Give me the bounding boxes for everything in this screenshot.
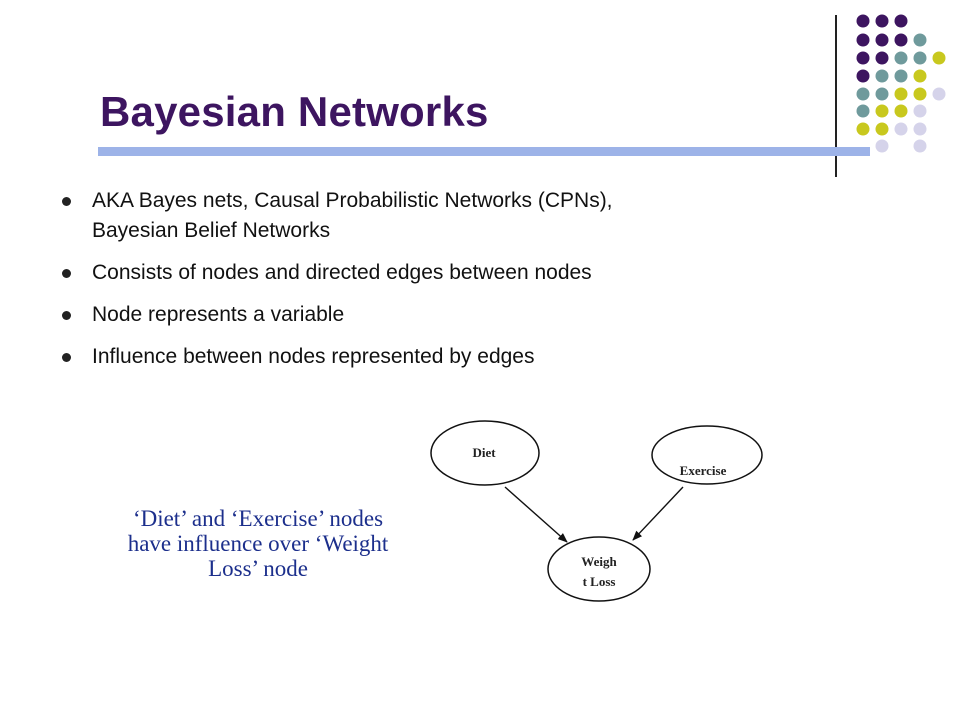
decorative-dot (913, 33, 927, 47)
caption-line: Loss’ node (208, 556, 308, 581)
decorative-dot (913, 69, 927, 83)
bullet-list: AKA Bayes nets, Causal Probabilistic Net… (62, 186, 822, 384)
title-underline-bar (98, 147, 870, 156)
decorative-dot (932, 51, 946, 65)
decorative-dot (932, 87, 946, 101)
bullet-dot-icon (62, 197, 71, 206)
decorative-dot (856, 69, 870, 83)
decorative-dot (875, 122, 889, 136)
bullet-item: AKA Bayes nets, Causal Probabilistic Net… (62, 186, 822, 246)
decorative-dot (856, 51, 870, 65)
decorative-dot (875, 14, 889, 28)
decorative-dot (875, 33, 889, 47)
bullet-item: Node represents a variable (62, 300, 822, 330)
node-weight-loss-label-continued: t Loss (583, 574, 616, 589)
bullet-item: Consists of nodes and directed edges bet… (62, 258, 822, 288)
bullet-item: Influence between nodes represented by e… (62, 342, 822, 372)
node-diet-label: Diet (472, 445, 496, 460)
decorative-dot (856, 33, 870, 47)
decorative-dot-grid (856, 14, 946, 153)
decorative-dot (875, 87, 889, 101)
decorative-dot (894, 33, 908, 47)
caption-line: have influence over ‘Weight (127, 531, 389, 556)
bullet-text-continued: Bayesian Belief Networks (92, 219, 331, 242)
decorative-dot (894, 87, 908, 101)
decorative-dot (913, 104, 927, 118)
decorative-vertical-line (835, 15, 837, 177)
decorative-dot (913, 122, 927, 136)
bullet-text: Consists of nodes and directed edges bet… (92, 261, 592, 284)
decorative-dot (875, 139, 889, 153)
decorative-dot (875, 69, 889, 83)
decorative-dot (894, 51, 908, 65)
edge-diet-to-weight-loss (504, 486, 568, 543)
decorative-dot (894, 104, 908, 118)
decorative-dot (913, 87, 927, 101)
decorative-dot (894, 69, 908, 83)
bullet-dot-icon (62, 269, 71, 278)
caption-line: ‘Diet’ and ‘Exercise’ nodes (132, 506, 384, 531)
bullet-dot-icon (62, 311, 71, 320)
decorative-dot (875, 104, 889, 118)
bullet-text: Influence between nodes represented by e… (92, 345, 535, 368)
node-weight-loss (547, 536, 651, 602)
bullet-text: AKA Bayes nets, Causal Probabilistic Net… (92, 189, 613, 212)
decorative-dot (913, 139, 927, 153)
diagram-caption: ‘Diet’ and ‘Exercise’ nodes have influen… (88, 506, 428, 581)
decorative-dot (856, 87, 870, 101)
node-weight-loss-label: Weigh (581, 554, 617, 569)
decorative-dot (894, 14, 908, 28)
slide-title: Bayesian Networks (100, 88, 489, 135)
decorative-dot (856, 14, 870, 28)
node-exercise-label: Exercise (680, 463, 727, 478)
decorative-dot (894, 122, 908, 136)
bullet-text: Node represents a variable (92, 303, 345, 326)
node-exercise (651, 425, 763, 485)
decorative-dot (856, 122, 870, 136)
edge-exercise-to-weight-loss (632, 486, 684, 541)
bullet-dot-icon (62, 353, 71, 362)
decorative-dot (856, 104, 870, 118)
decorative-dot (913, 51, 927, 65)
node-diet (430, 420, 540, 486)
decorative-dot (875, 51, 889, 65)
